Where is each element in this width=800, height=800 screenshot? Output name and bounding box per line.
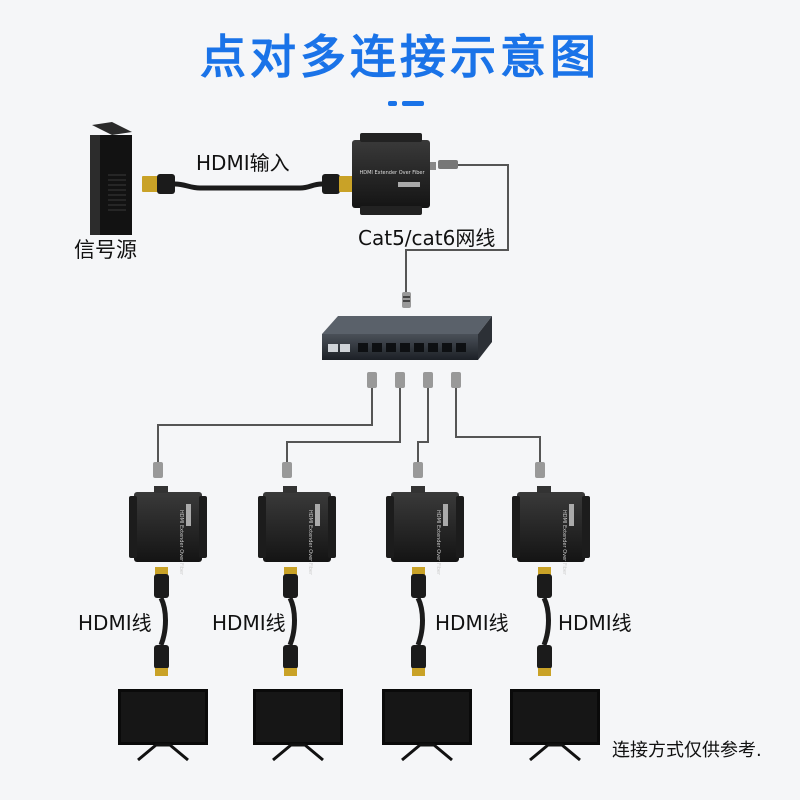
hdmi-cable-icon	[142, 174, 355, 194]
hdmi-cable-icon	[283, 567, 298, 676]
page-title: 点对多连接示意图	[200, 30, 600, 84]
receiver-icon: HDMI Extender Over Fiber	[512, 486, 590, 576]
svg-text:HDMI Extender Over Fiber: HDMI Extender Over Fiber	[359, 170, 425, 176]
monitor-icon	[382, 689, 472, 762]
hdmi-input-label: HDMI输入	[196, 151, 290, 175]
hdmi-cable-icon	[537, 567, 552, 676]
uplink-cable	[402, 160, 509, 308]
network-switch-icon	[322, 316, 492, 360]
svg-text:HDMI Extender Over Fiber: HDMI Extender Over Fiber	[435, 510, 441, 576]
svg-text:HDMI Extender Over Fiber: HDMI Extender Over Fiber	[178, 510, 184, 576]
footnote: 连接方式仅供参考.	[612, 740, 762, 761]
receiver-icon: HDMI Extender Over Fiber	[386, 486, 464, 576]
rj45-connector-icon	[402, 292, 411, 308]
svg-text:HDMI Extender Over Fiber: HDMI Extender Over Fiber	[307, 510, 313, 576]
hdmi-line-label: HDMI线	[78, 611, 152, 635]
svg-text:HDMI Extender Over Fiber: HDMI Extender Over Fiber	[561, 510, 567, 576]
hdmi-line-label: HDMI线	[435, 611, 509, 635]
pc-tower-icon	[90, 122, 132, 235]
receiver-icon: HDMI Extender Over Fiber	[129, 486, 207, 576]
cable-label: Cat5/cat6网线	[358, 226, 496, 250]
rj45-connector-icon	[153, 372, 545, 478]
source-label: 信号源	[74, 238, 137, 262]
monitor-icon	[118, 689, 208, 762]
receiver-icon: HDMI Extender Over Fiber	[258, 486, 336, 576]
monitor-icon	[510, 689, 600, 762]
transmitter-icon: HDMI Extender Over Fiber	[352, 133, 436, 215]
branch-cables	[157, 386, 541, 462]
monitor-icon	[253, 689, 343, 762]
hdmi-cable-icon	[154, 567, 169, 676]
hdmi-cable-icon	[411, 567, 426, 676]
title-accent-bar	[388, 101, 424, 106]
hdmi-line-label: HDMI线	[558, 611, 632, 635]
hdmi-line-label: HDMI线	[212, 611, 286, 635]
